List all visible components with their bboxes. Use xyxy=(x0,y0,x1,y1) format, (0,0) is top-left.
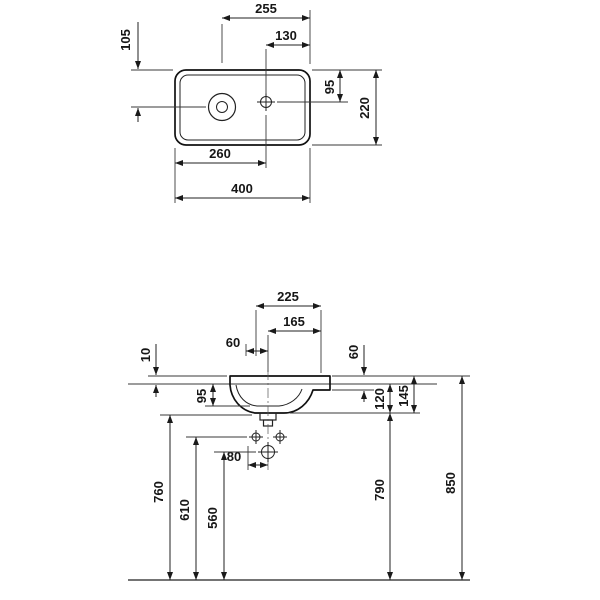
dimension-220: 220 xyxy=(312,70,382,146)
dimension-255: 255 xyxy=(221,1,311,64)
dimension-400: 400 xyxy=(174,148,311,203)
fixing-hole-right xyxy=(273,430,287,444)
dim-label-120: 120 xyxy=(372,388,387,410)
dim-label-400: 400 xyxy=(231,181,253,196)
dimension-225: 225 xyxy=(255,289,322,373)
basin-inner-rim xyxy=(179,74,306,141)
dimension-10: 10 xyxy=(138,344,227,397)
basin-outline-front xyxy=(229,375,331,414)
dim-label-610: 610 xyxy=(177,499,192,521)
dimension-60-top: 60 xyxy=(226,335,268,356)
dimension-80: 80 xyxy=(227,446,268,470)
dim-label-760: 760 xyxy=(151,481,166,503)
dimension-60-right: 60 xyxy=(332,345,374,402)
dim-label-260: 260 xyxy=(209,146,231,161)
basin-outline-top xyxy=(174,69,311,146)
basin-outer-rim xyxy=(174,69,311,146)
dimension-120: 120 xyxy=(372,384,393,413)
dim-label-105: 105 xyxy=(118,29,133,51)
fixing-hole-left xyxy=(249,430,263,444)
dim-label-10: 10 xyxy=(138,348,153,362)
dimension-790: 790 xyxy=(372,413,393,580)
dim-label-220: 220 xyxy=(357,97,372,119)
dim-label-225: 225 xyxy=(277,289,299,304)
dim-label-255: 255 xyxy=(255,1,277,16)
dimension-130: 130 xyxy=(265,28,310,94)
dimension-105: 105 xyxy=(118,22,206,122)
dimension-95-front: 95 xyxy=(194,384,250,407)
tap-hole xyxy=(257,93,275,111)
dimension-95-top: 95 xyxy=(277,69,382,103)
dim-label-80: 80 xyxy=(227,449,241,464)
dimension-850: 850 xyxy=(332,375,470,580)
dimension-260: 260 xyxy=(175,115,267,168)
dimension-145: 145 xyxy=(290,376,420,414)
dimension-165: 165 xyxy=(267,314,321,372)
siphon-outlet xyxy=(258,442,278,462)
dim-label-560: 560 xyxy=(205,507,220,529)
dimension-760: 760 xyxy=(151,414,252,580)
dim-label-790: 790 xyxy=(372,479,387,501)
drain-hole xyxy=(207,92,237,122)
dimension-560: 560 xyxy=(205,451,256,580)
dimension-610: 610 xyxy=(177,436,247,580)
dim-label-850: 850 xyxy=(443,472,458,494)
dim-label-95-top: 95 xyxy=(322,80,337,94)
dim-label-165: 165 xyxy=(283,314,305,329)
dim-label-95-front: 95 xyxy=(194,389,209,403)
dim-label-130: 130 xyxy=(275,28,297,43)
dim-label-60-right: 60 xyxy=(346,345,361,359)
dim-label-145: 145 xyxy=(396,385,411,407)
dim-label-60-top: 60 xyxy=(226,335,240,350)
top-view: 255 130 105 95 220 260 xyxy=(118,1,382,203)
front-view: 225 165 60 10 95 60 xyxy=(128,289,470,581)
